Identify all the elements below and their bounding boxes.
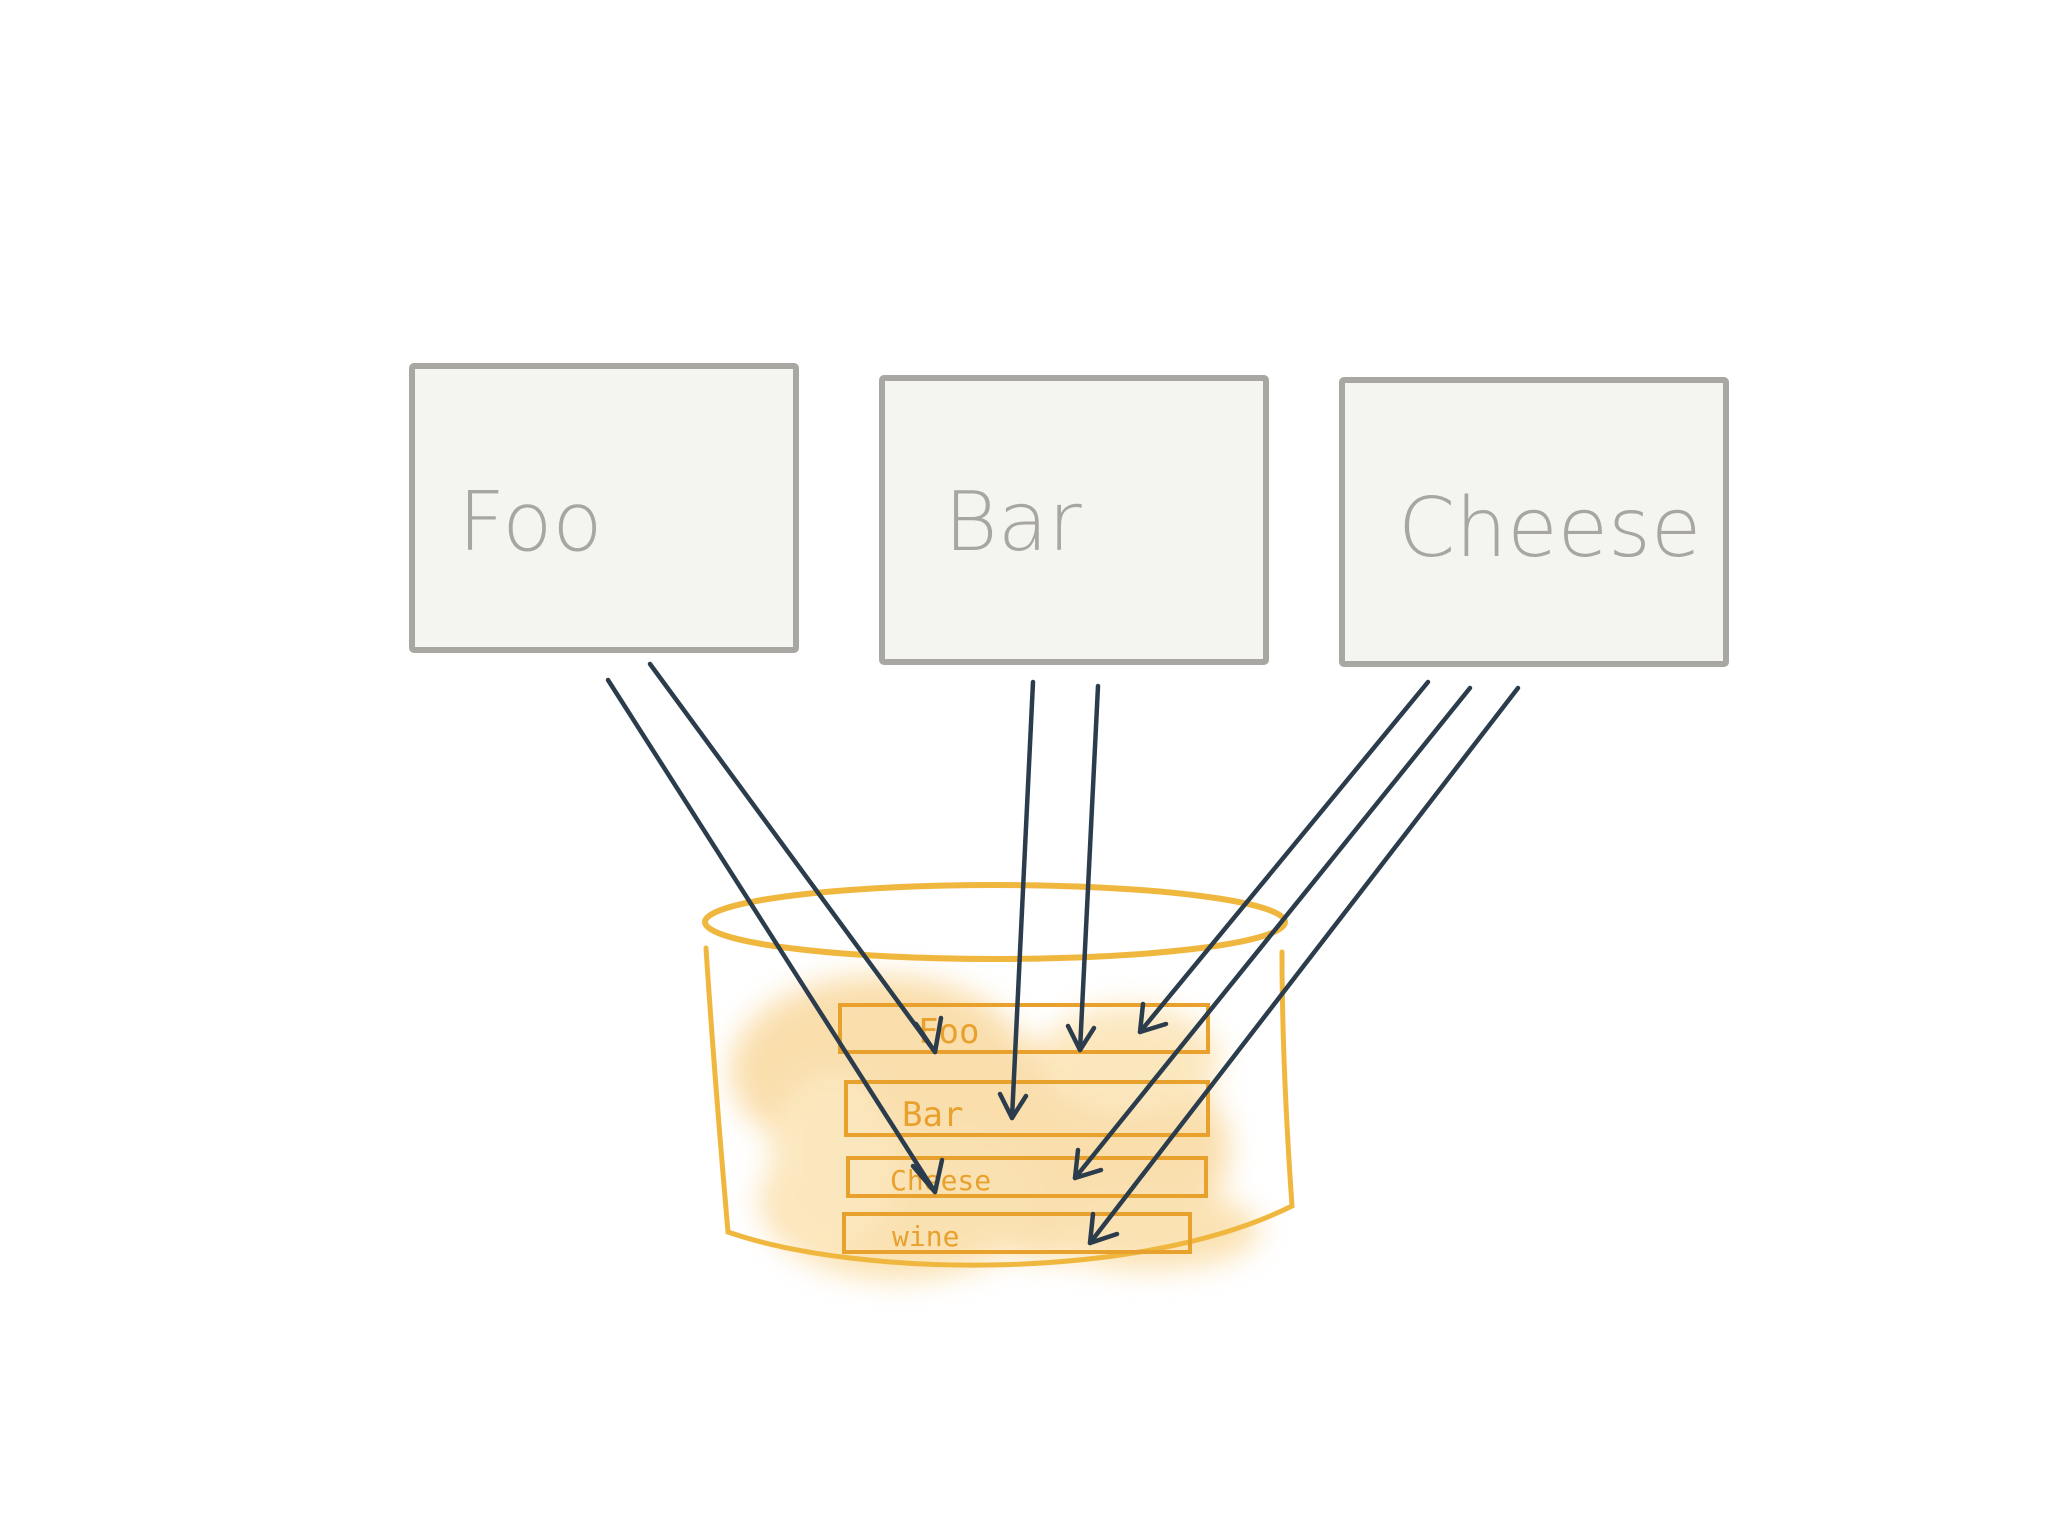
db-row-foo-label: Foo bbox=[918, 1012, 979, 1052]
box-foo-label: Foo bbox=[458, 475, 603, 570]
box-bar-rect bbox=[879, 375, 1269, 665]
arrow-bar-to-foo bbox=[1065, 683, 1101, 1053]
box-foo-rect bbox=[409, 363, 799, 653]
box-bar: Bar bbox=[879, 375, 1269, 665]
arrow-foo-to-cheese bbox=[605, 677, 945, 1195]
arrow-cheese-to-foo bbox=[1137, 679, 1431, 1035]
box-bar-label: Bar bbox=[944, 475, 1082, 570]
box-cheese: Cheese bbox=[1339, 377, 1729, 667]
database-wash bbox=[730, 975, 1260, 1280]
database: Foo Bar Cheese wine bbox=[702, 882, 1295, 1280]
db-row-foo: Foo bbox=[838, 1003, 1210, 1054]
box-cheese-rect bbox=[1339, 377, 1729, 667]
db-row-cheese-rect bbox=[846, 1156, 1208, 1198]
db-row-bar-label: Bar bbox=[902, 1095, 963, 1135]
arrows bbox=[605, 661, 1521, 1246]
db-row-wine-label: wine bbox=[892, 1220, 959, 1253]
box-cheese-label: Cheese bbox=[1398, 481, 1701, 576]
database-top bbox=[702, 882, 1288, 962]
database-body bbox=[703, 945, 1295, 1268]
db-row-bar: Bar bbox=[844, 1080, 1210, 1137]
arrow-cheese-to-cheese bbox=[1072, 685, 1473, 1181]
db-row-foo-rect bbox=[838, 1003, 1210, 1054]
box-foo: Foo bbox=[409, 363, 799, 653]
arrow-bar-to-bar bbox=[997, 679, 1036, 1121]
db-row-bar-rect bbox=[844, 1080, 1210, 1137]
arrow-cheese-to-wine bbox=[1087, 685, 1521, 1246]
arrow-foo-to-foo bbox=[647, 661, 944, 1055]
db-row-wine: wine bbox=[842, 1212, 1192, 1254]
db-row-wine-rect bbox=[842, 1212, 1192, 1254]
